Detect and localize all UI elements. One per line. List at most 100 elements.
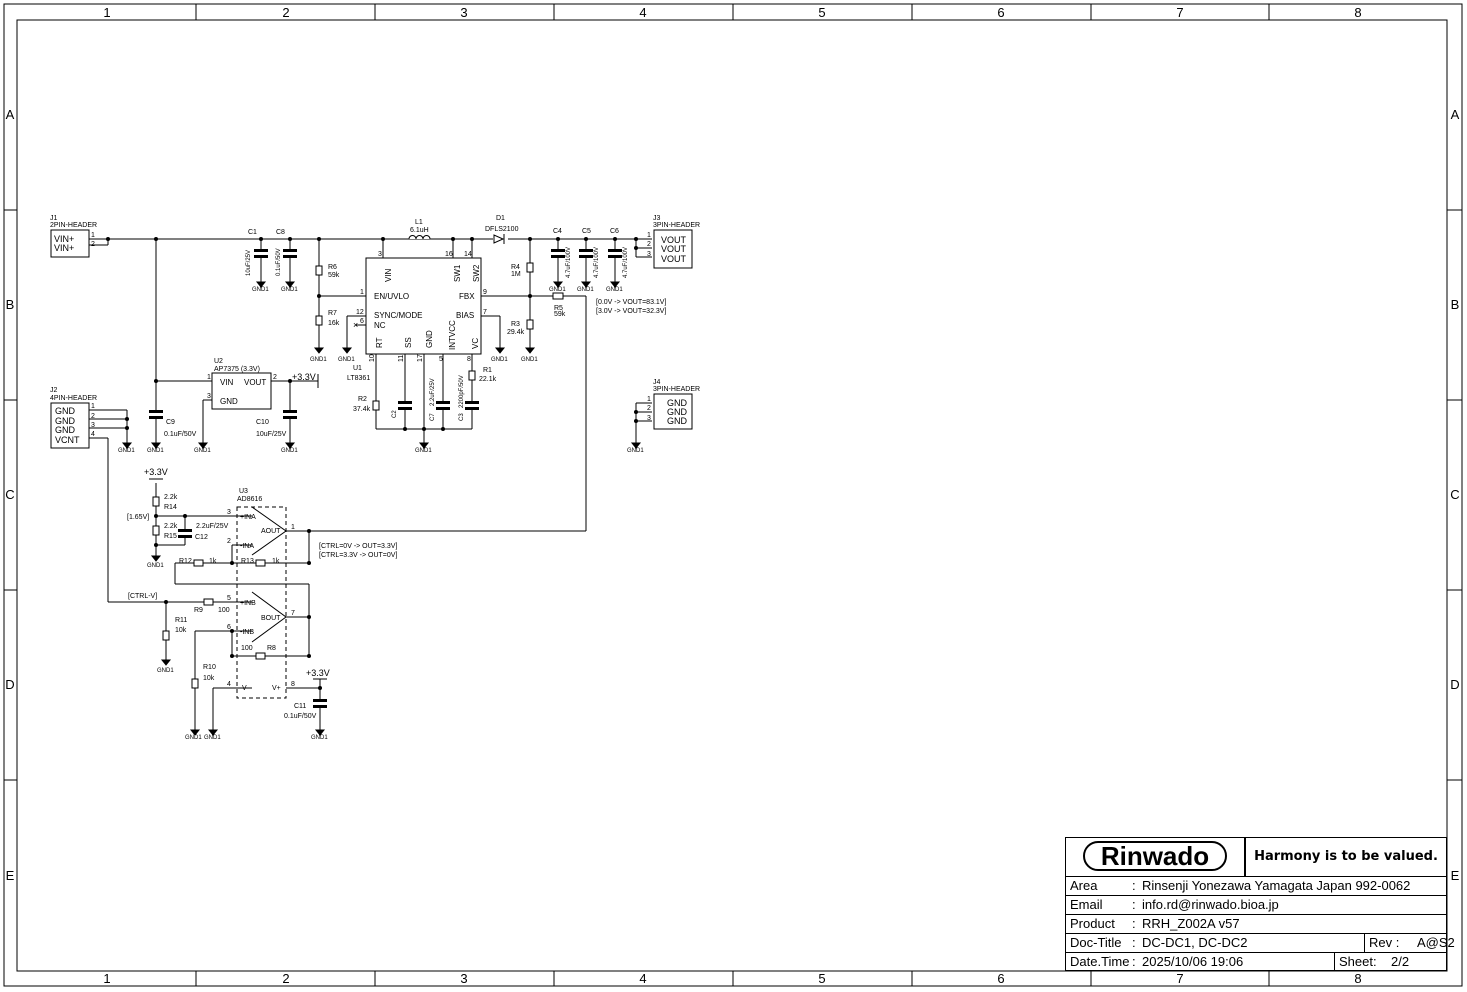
- svg-text:17: 17: [417, 354, 424, 362]
- field-label: Doc-Title: [1070, 935, 1122, 950]
- col-label: 8: [1354, 5, 1361, 20]
- col-label: 1: [103, 971, 110, 986]
- svg-text:L1: L1: [415, 219, 423, 226]
- ground-icon: GND1: [185, 729, 202, 741]
- svg-text:+INA: +INA: [240, 514, 256, 521]
- svg-text:4.7uF/100V: 4.7uF/100V: [623, 247, 629, 278]
- resistors: R6 59k R7 16k R4 1M R3 29.4k R5 59k R1 2…: [152, 262, 566, 689]
- svg-text:×: ×: [353, 320, 358, 330]
- svg-text:SW2: SW2: [472, 264, 481, 282]
- svg-text:0.1uF/50V: 0.1uF/50V: [284, 713, 317, 720]
- res-r10: R10 10k: [191, 664, 216, 689]
- svg-text:2: 2: [91, 241, 95, 248]
- ground-icon: GND1: [549, 281, 566, 293]
- ic-u2: U2 AP7375 (3.3V) VIN VOUT GND 132: [207, 358, 277, 410]
- row-label: D: [5, 677, 14, 692]
- cap-c1: C1 10uF/25V: [246, 229, 268, 276]
- ground-icon: GND1: [281, 442, 298, 454]
- sheet-value: 2/2: [1391, 954, 1410, 969]
- res-r11: R11 10k: [162, 617, 187, 641]
- cap-c5: C5 4.7uF/100V: [579, 228, 600, 278]
- field-label: Email: [1070, 897, 1103, 912]
- field-label: Area: [1070, 878, 1098, 893]
- power-rail-icon: +3.3V: [144, 467, 168, 480]
- svg-text:59k: 59k: [554, 311, 566, 318]
- svg-text:1: 1: [360, 289, 364, 296]
- row-label: C: [1450, 487, 1459, 502]
- svg-text:2: 2: [647, 241, 651, 248]
- ground-icon: GND1: [627, 442, 644, 454]
- svg-text:10k: 10k: [175, 627, 187, 634]
- res-r6: R6 59k: [315, 264, 340, 279]
- cap-c7: C7 2.2uF/25V: [430, 378, 450, 421]
- company-motto: Harmony is to be valued.: [1254, 849, 1438, 864]
- svg-text:GND1: GND1: [204, 735, 221, 741]
- res-r13: R13 1k: [241, 558, 280, 567]
- note: [3.0V -> VOUT=32.3V]: [596, 308, 666, 315]
- connector-j2: J2 4PIN-HEADER GND GND GND VCNT 12 34: [50, 387, 97, 449]
- row-label: B: [6, 297, 15, 312]
- company-logo: Rinwado: [1083, 841, 1227, 871]
- power-symbols: +3.3V +3.3V +3.3V: [144, 372, 330, 688]
- col-label: 2: [282, 971, 289, 986]
- res-r5: R5 59k: [552, 292, 566, 318]
- svg-text:C6: C6: [610, 228, 619, 235]
- res-r7: R7 16k: [315, 310, 340, 327]
- svg-text:C8: C8: [276, 229, 285, 236]
- svg-text:-INA: -INA: [240, 543, 254, 550]
- field-value: RRH_Z002A v57: [1142, 916, 1240, 931]
- ground-icon: GND1: [147, 442, 164, 454]
- cap-c8: C8 0.1uF/50V: [276, 229, 297, 276]
- svg-text:1M: 1M: [511, 271, 521, 278]
- row-label: B: [1451, 297, 1460, 312]
- svg-text:VC: VC: [471, 338, 480, 349]
- res-r2: R2 37.4k: [353, 396, 380, 413]
- cap-c3: C3 2200pF/50V: [459, 375, 479, 421]
- capacitors: C1 10uF/25V C8 0.1uF/50V C4 4.7uF/100V C…: [149, 228, 629, 720]
- svg-text:V-: V-: [242, 685, 249, 692]
- svg-text:VOUT: VOUT: [661, 254, 687, 264]
- note: [CTRL=3.3V -> OUT=0V]: [319, 552, 397, 559]
- svg-text:GND1: GND1: [311, 735, 328, 741]
- svg-text:VOUT: VOUT: [244, 378, 266, 387]
- svg-text:10: 10: [369, 354, 376, 362]
- logo-box: Rinwado: [1066, 838, 1246, 876]
- svg-text:R9: R9: [194, 607, 203, 614]
- svg-text:SYNC/MODE: SYNC/MODE: [374, 311, 422, 320]
- svg-text:10k: 10k: [203, 675, 215, 682]
- svg-text:GND1: GND1: [147, 448, 164, 454]
- svg-text:R1: R1: [483, 367, 492, 374]
- title-block: Rinwado Harmony is to be valued. Area : …: [1065, 837, 1455, 971]
- svg-text:5: 5: [227, 595, 231, 602]
- svg-text:GND: GND: [55, 416, 76, 426]
- svg-text:2200pF/50V: 2200pF/50V: [459, 375, 465, 408]
- svg-text:7: 7: [291, 610, 295, 617]
- svg-text:4.7uF/100V: 4.7uF/100V: [594, 247, 600, 278]
- col-label: 2: [282, 5, 289, 20]
- power-rail-icon: +3.3V: [292, 372, 319, 388]
- field-value: DC-DC1, DC-DC2: [1142, 935, 1248, 950]
- svg-text:59k: 59k: [328, 272, 340, 279]
- svg-text:2: 2: [227, 538, 231, 545]
- svg-text:U1: U1: [353, 365, 362, 372]
- svg-text:3: 3: [207, 393, 211, 400]
- svg-text:3: 3: [378, 251, 382, 258]
- cap-c2: C2: [392, 401, 412, 418]
- ground-icon: GND1: [310, 347, 327, 363]
- svg-text:C1: C1: [248, 229, 257, 236]
- svg-text:VIN+: VIN+: [54, 243, 74, 253]
- svg-text:VIN+: VIN+: [54, 234, 74, 244]
- svg-text:GND1: GND1: [415, 448, 432, 454]
- svg-text:GND1: GND1: [549, 287, 566, 293]
- svg-text:C3: C3: [459, 413, 465, 421]
- svg-text:FBX: FBX: [459, 292, 475, 301]
- svg-text:GND1: GND1: [157, 668, 174, 674]
- svg-text:U2: U2: [214, 358, 223, 365]
- power-rail-icon: +3.3V: [306, 668, 330, 688]
- connector-j3: J3 3PIN-HEADER VOUT VOUT VOUT 12 3: [647, 215, 700, 269]
- svg-text:1: 1: [207, 374, 211, 381]
- svg-text:GND1: GND1: [338, 357, 355, 363]
- ground-icon: GND1: [204, 729, 221, 741]
- svg-text:16k: 16k: [328, 320, 340, 327]
- svg-text:R13: R13: [241, 558, 254, 565]
